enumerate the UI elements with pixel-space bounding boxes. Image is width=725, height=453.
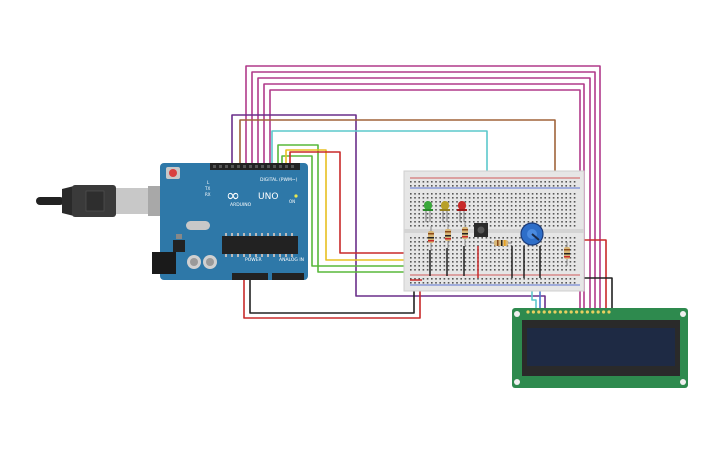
- power-header[interactable]: [232, 273, 268, 280]
- rx-label: RX: [205, 192, 211, 197]
- on-label: ON: [289, 199, 295, 204]
- resistor-1[interactable]: [428, 226, 434, 250]
- wire-magenta-2[interactable]: [251, 71, 596, 308]
- digital-label: DIGITAL (PWM~): [260, 177, 298, 183]
- analog-label: ANALOG IN: [279, 257, 304, 263]
- power-label: POWER: [245, 257, 262, 263]
- arduino-logo-icon: ∞: [226, 186, 240, 206]
- wire-purple[interactable]: [231, 114, 546, 310]
- arduino-model: UNO: [258, 192, 278, 202]
- breadboard-jumpers: [410, 246, 541, 281]
- analog-header[interactable]: [272, 273, 304, 280]
- atmega-chip: [222, 236, 298, 254]
- power-jack[interactable]: [152, 252, 176, 274]
- led-green[interactable]: [423, 201, 433, 222]
- lcd-pin-header[interactable]: [526, 310, 611, 314]
- wire-green-2[interactable]: [281, 155, 432, 267]
- arduino-brand: ARDUINO: [230, 202, 252, 208]
- resistor-2[interactable]: [445, 224, 451, 248]
- l-label: L: [207, 180, 210, 185]
- led-red[interactable]: [457, 201, 467, 222]
- crystal: [186, 221, 210, 230]
- lcd-icon[interactable]: [512, 308, 688, 388]
- resistor-5[interactable]: [564, 242, 570, 266]
- wires: [231, 65, 613, 319]
- potentiometer-icon[interactable]: [520, 222, 544, 246]
- pushbutton-icon[interactable]: [474, 223, 488, 237]
- led-yellow[interactable]: [440, 201, 450, 222]
- usb-cable-icon: [36, 185, 164, 217]
- resistor-4[interactable]: [490, 240, 512, 246]
- wire-red-2[interactable]: [243, 280, 421, 319]
- wire-black-1[interactable]: [249, 280, 415, 314]
- tx-label: TX: [204, 186, 210, 191]
- resistor-3[interactable]: [462, 222, 468, 246]
- arduino-uno-board[interactable]: DIGITAL (PWM~) TX RX L ∞ UNO ARDUINO ON: [152, 163, 308, 280]
- lcd-screen: [527, 328, 675, 366]
